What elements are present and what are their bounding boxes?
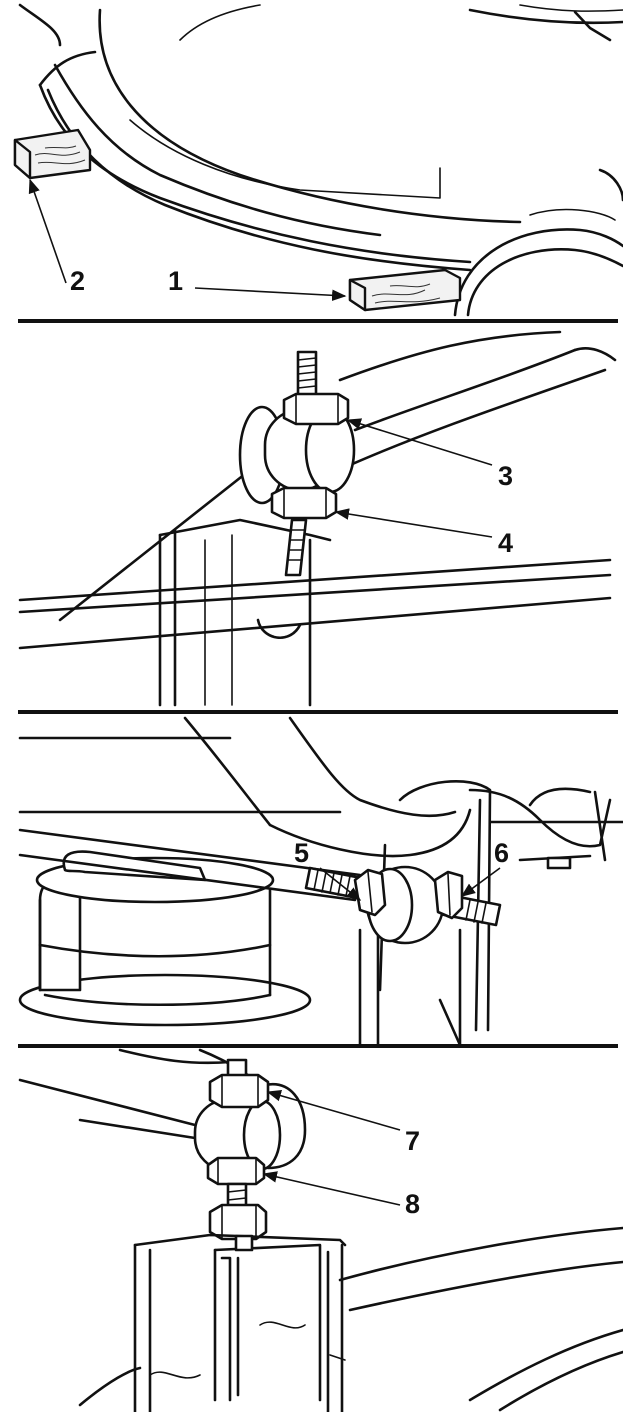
- callout-6: 6: [494, 838, 509, 868]
- callout-7: 7: [405, 1126, 420, 1156]
- stud-top: [296, 350, 318, 399]
- nut-5: [353, 868, 387, 917]
- nut-6: [433, 870, 464, 920]
- nut-8: [206, 1156, 266, 1186]
- ball-joint-3: [358, 865, 462, 1047]
- lower-nut: [270, 486, 338, 520]
- upper-nut: [282, 392, 350, 426]
- callout-1: 1: [168, 266, 183, 296]
- panel-3: 5 6: [18, 716, 623, 1047]
- panel-4: 7 8: [18, 1048, 623, 1412]
- jack-stand: [133, 1233, 347, 1412]
- panel-1: 2 1: [13, 3, 623, 317]
- callout-8: 8: [405, 1189, 420, 1219]
- panel-2: 3 4: [18, 330, 617, 707]
- ball-joint-4: [193, 1098, 282, 1172]
- nut-7: [208, 1073, 270, 1109]
- callout-3: 3: [498, 461, 513, 491]
- callout-2: 2: [70, 266, 85, 296]
- spring-bellows: [18, 856, 312, 1027]
- wood-block-right: [348, 268, 462, 312]
- wood-block-left: [13, 128, 92, 180]
- callout-5: 5: [294, 838, 309, 868]
- callout-4: 4: [498, 528, 513, 558]
